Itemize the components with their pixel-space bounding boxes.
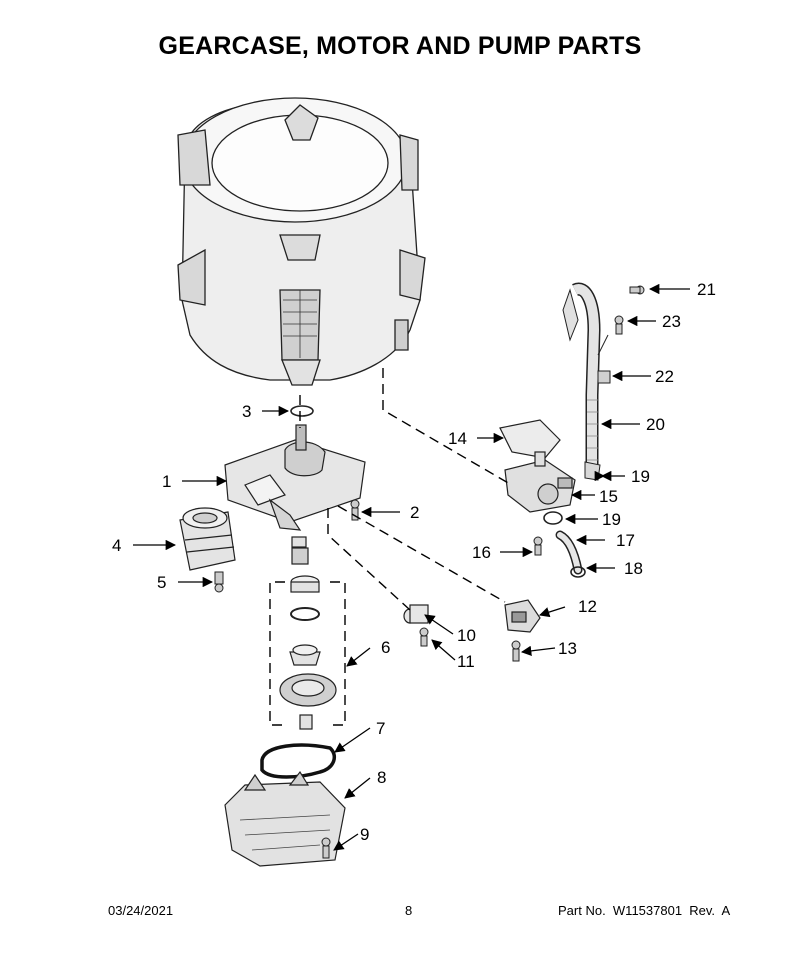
pump-screw	[533, 536, 543, 556]
callout-14: 14	[448, 429, 467, 448]
shield-screw	[321, 837, 331, 859]
footer-part-number: Part No. W11537801 Rev. A	[558, 903, 731, 918]
footer-date: 03/24/2021	[108, 903, 174, 918]
support-shield	[224, 770, 346, 867]
drain-pump	[504, 451, 576, 513]
drain-hose	[562, 282, 601, 481]
callout-9: 9	[360, 825, 369, 844]
callout-12: 12	[578, 597, 597, 616]
callout-6: 6	[381, 638, 390, 657]
callout-21: 21	[697, 280, 716, 299]
callout-5: 5	[157, 573, 166, 592]
callout-10: 10	[457, 626, 476, 645]
hose-clamp-lower	[543, 511, 563, 525]
motor-screw	[214, 571, 224, 593]
callout-7: 7	[376, 719, 385, 738]
gasket-plate	[499, 419, 561, 459]
callout-8: 8	[377, 768, 386, 787]
motor-controller	[504, 599, 541, 633]
callout-19-lower: 19	[602, 510, 621, 529]
callout-20: 20	[646, 415, 665, 434]
callout-labels: 1 2 3 4 5 6 7 8 9 10 11 12 13 14 15 16 1…	[112, 280, 716, 844]
outer-tub	[177, 97, 426, 386]
callout-18: 18	[624, 559, 643, 578]
callout-2: 2	[410, 503, 419, 522]
footer-page-number: 8	[405, 903, 413, 918]
callout-4: 4	[112, 536, 121, 555]
callout-3: 3	[242, 402, 251, 421]
gearcase-plate	[224, 424, 366, 531]
hose-clip	[597, 370, 611, 384]
hose-screw-21	[629, 285, 645, 295]
hose-screw-23	[614, 315, 624, 335]
controller-screw	[511, 640, 521, 662]
page-title: GEARCASE, MOTOR AND PUMP PARTS	[158, 32, 642, 60]
seal-part	[290, 405, 314, 417]
capacitor-screw	[419, 627, 429, 647]
callout-22: 22	[655, 367, 674, 386]
drive-motor	[179, 507, 236, 571]
drive-belt	[260, 743, 337, 779]
clutch-kit-group	[269, 536, 346, 730]
callout-19-upper: 19	[631, 467, 650, 486]
plate-screw	[350, 499, 360, 521]
callout-15: 15	[599, 487, 618, 506]
callout-1: 1	[162, 472, 171, 491]
assembly-lines	[299, 368, 511, 611]
capacitor	[403, 604, 429, 624]
hose-clamp-18	[570, 566, 586, 578]
callout-13: 13	[558, 639, 577, 658]
callout-23: 23	[662, 312, 681, 331]
callout-17: 17	[616, 531, 635, 550]
callout-arrows	[133, 283, 690, 851]
callout-11: 11	[457, 652, 475, 671]
callout-16: 16	[472, 543, 491, 562]
